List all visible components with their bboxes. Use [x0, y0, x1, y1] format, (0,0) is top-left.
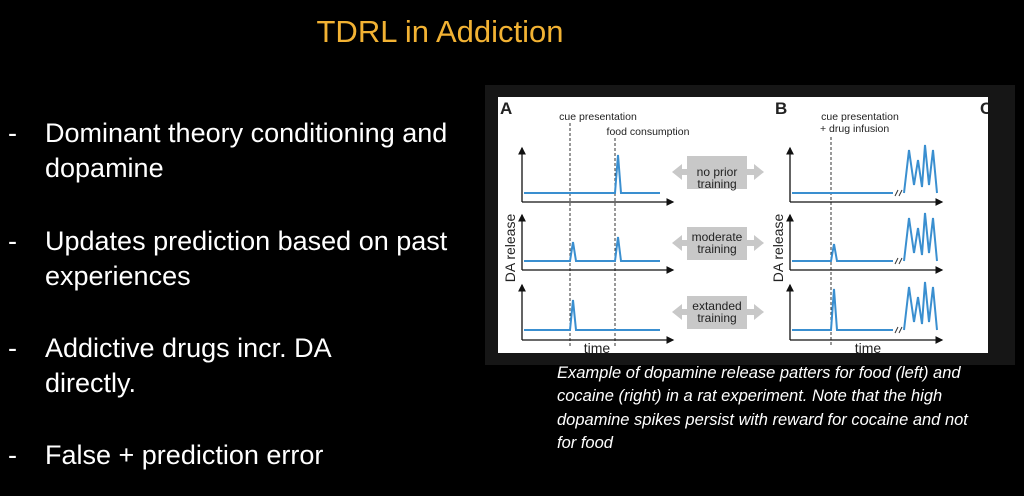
panel-a-label: A	[500, 99, 512, 118]
condition-box	[687, 296, 747, 329]
double-arrow-left-icon	[672, 235, 682, 251]
bullet-dash: -	[8, 440, 17, 470]
double-arrow-right-icon	[754, 164, 764, 180]
xlabel-a: time	[584, 340, 611, 353]
bullet-text: Dominant theory conditioning and dopamin…	[45, 118, 448, 183]
food-label: food consumption	[607, 126, 690, 138]
condition-line2: training	[697, 311, 736, 325]
condition-3: extanded training	[692, 299, 741, 325]
panel-b-label: B	[775, 99, 787, 118]
double-arrow-right-icon	[754, 235, 764, 251]
xlabel-b: time	[855, 340, 882, 353]
condition-box	[687, 227, 747, 260]
condition-line1: no prior	[697, 165, 738, 179]
ylabel-b: DA release	[770, 214, 786, 283]
drug-label-b: + drug infusion	[820, 123, 889, 135]
da-trace-food	[524, 299, 660, 331]
condition-1: no prior training	[697, 165, 738, 191]
cue-label-b: cue presentation	[821, 111, 899, 123]
dopamine-figure: A B C cue presentation food consumption …	[498, 97, 992, 356]
condition-line2: training	[697, 177, 736, 191]
bullet-text: Updates prediction based on past experie…	[45, 226, 448, 291]
ylabel-a: DA release	[502, 214, 518, 283]
bullet-dash: -	[8, 333, 17, 363]
panel-c-label: C	[980, 99, 988, 118]
da-trace-drug	[792, 243, 893, 262]
condition-2: moderate training	[692, 230, 743, 256]
condition-line1: extanded	[692, 299, 741, 313]
axis-break-icon	[894, 189, 903, 197]
da-trace-food	[524, 154, 660, 194]
da-trace-drug	[792, 288, 893, 331]
condition-line1: moderate	[692, 230, 743, 244]
condition-line2: training	[697, 242, 736, 256]
double-arrow-right-icon	[754, 304, 764, 320]
slide-title: TDRL in Addiction	[316, 14, 564, 49]
bullet-text: False + prediction error	[45, 440, 324, 470]
bullet-dash: -	[8, 226, 17, 256]
da-oscillation-trace	[903, 212, 938, 262]
axis-break-icon	[894, 257, 903, 265]
da-trace-food	[524, 236, 660, 262]
double-arrow-left-icon	[672, 164, 682, 180]
figure-caption: Example of dopamine release patters for …	[557, 364, 968, 452]
cue-label-a: cue presentation	[559, 111, 637, 123]
condition-box	[687, 156, 747, 189]
bullet-text: Addictive drugs incr. DA directly.	[45, 333, 331, 398]
figure-svg: A B C cue presentation food consumption …	[500, 99, 992, 356]
da-oscillation-trace	[903, 144, 938, 194]
bullet-dash: -	[8, 118, 17, 148]
axis-break-icon	[894, 326, 903, 334]
da-oscillation-trace	[903, 281, 938, 331]
double-arrow-left-icon	[672, 304, 682, 320]
